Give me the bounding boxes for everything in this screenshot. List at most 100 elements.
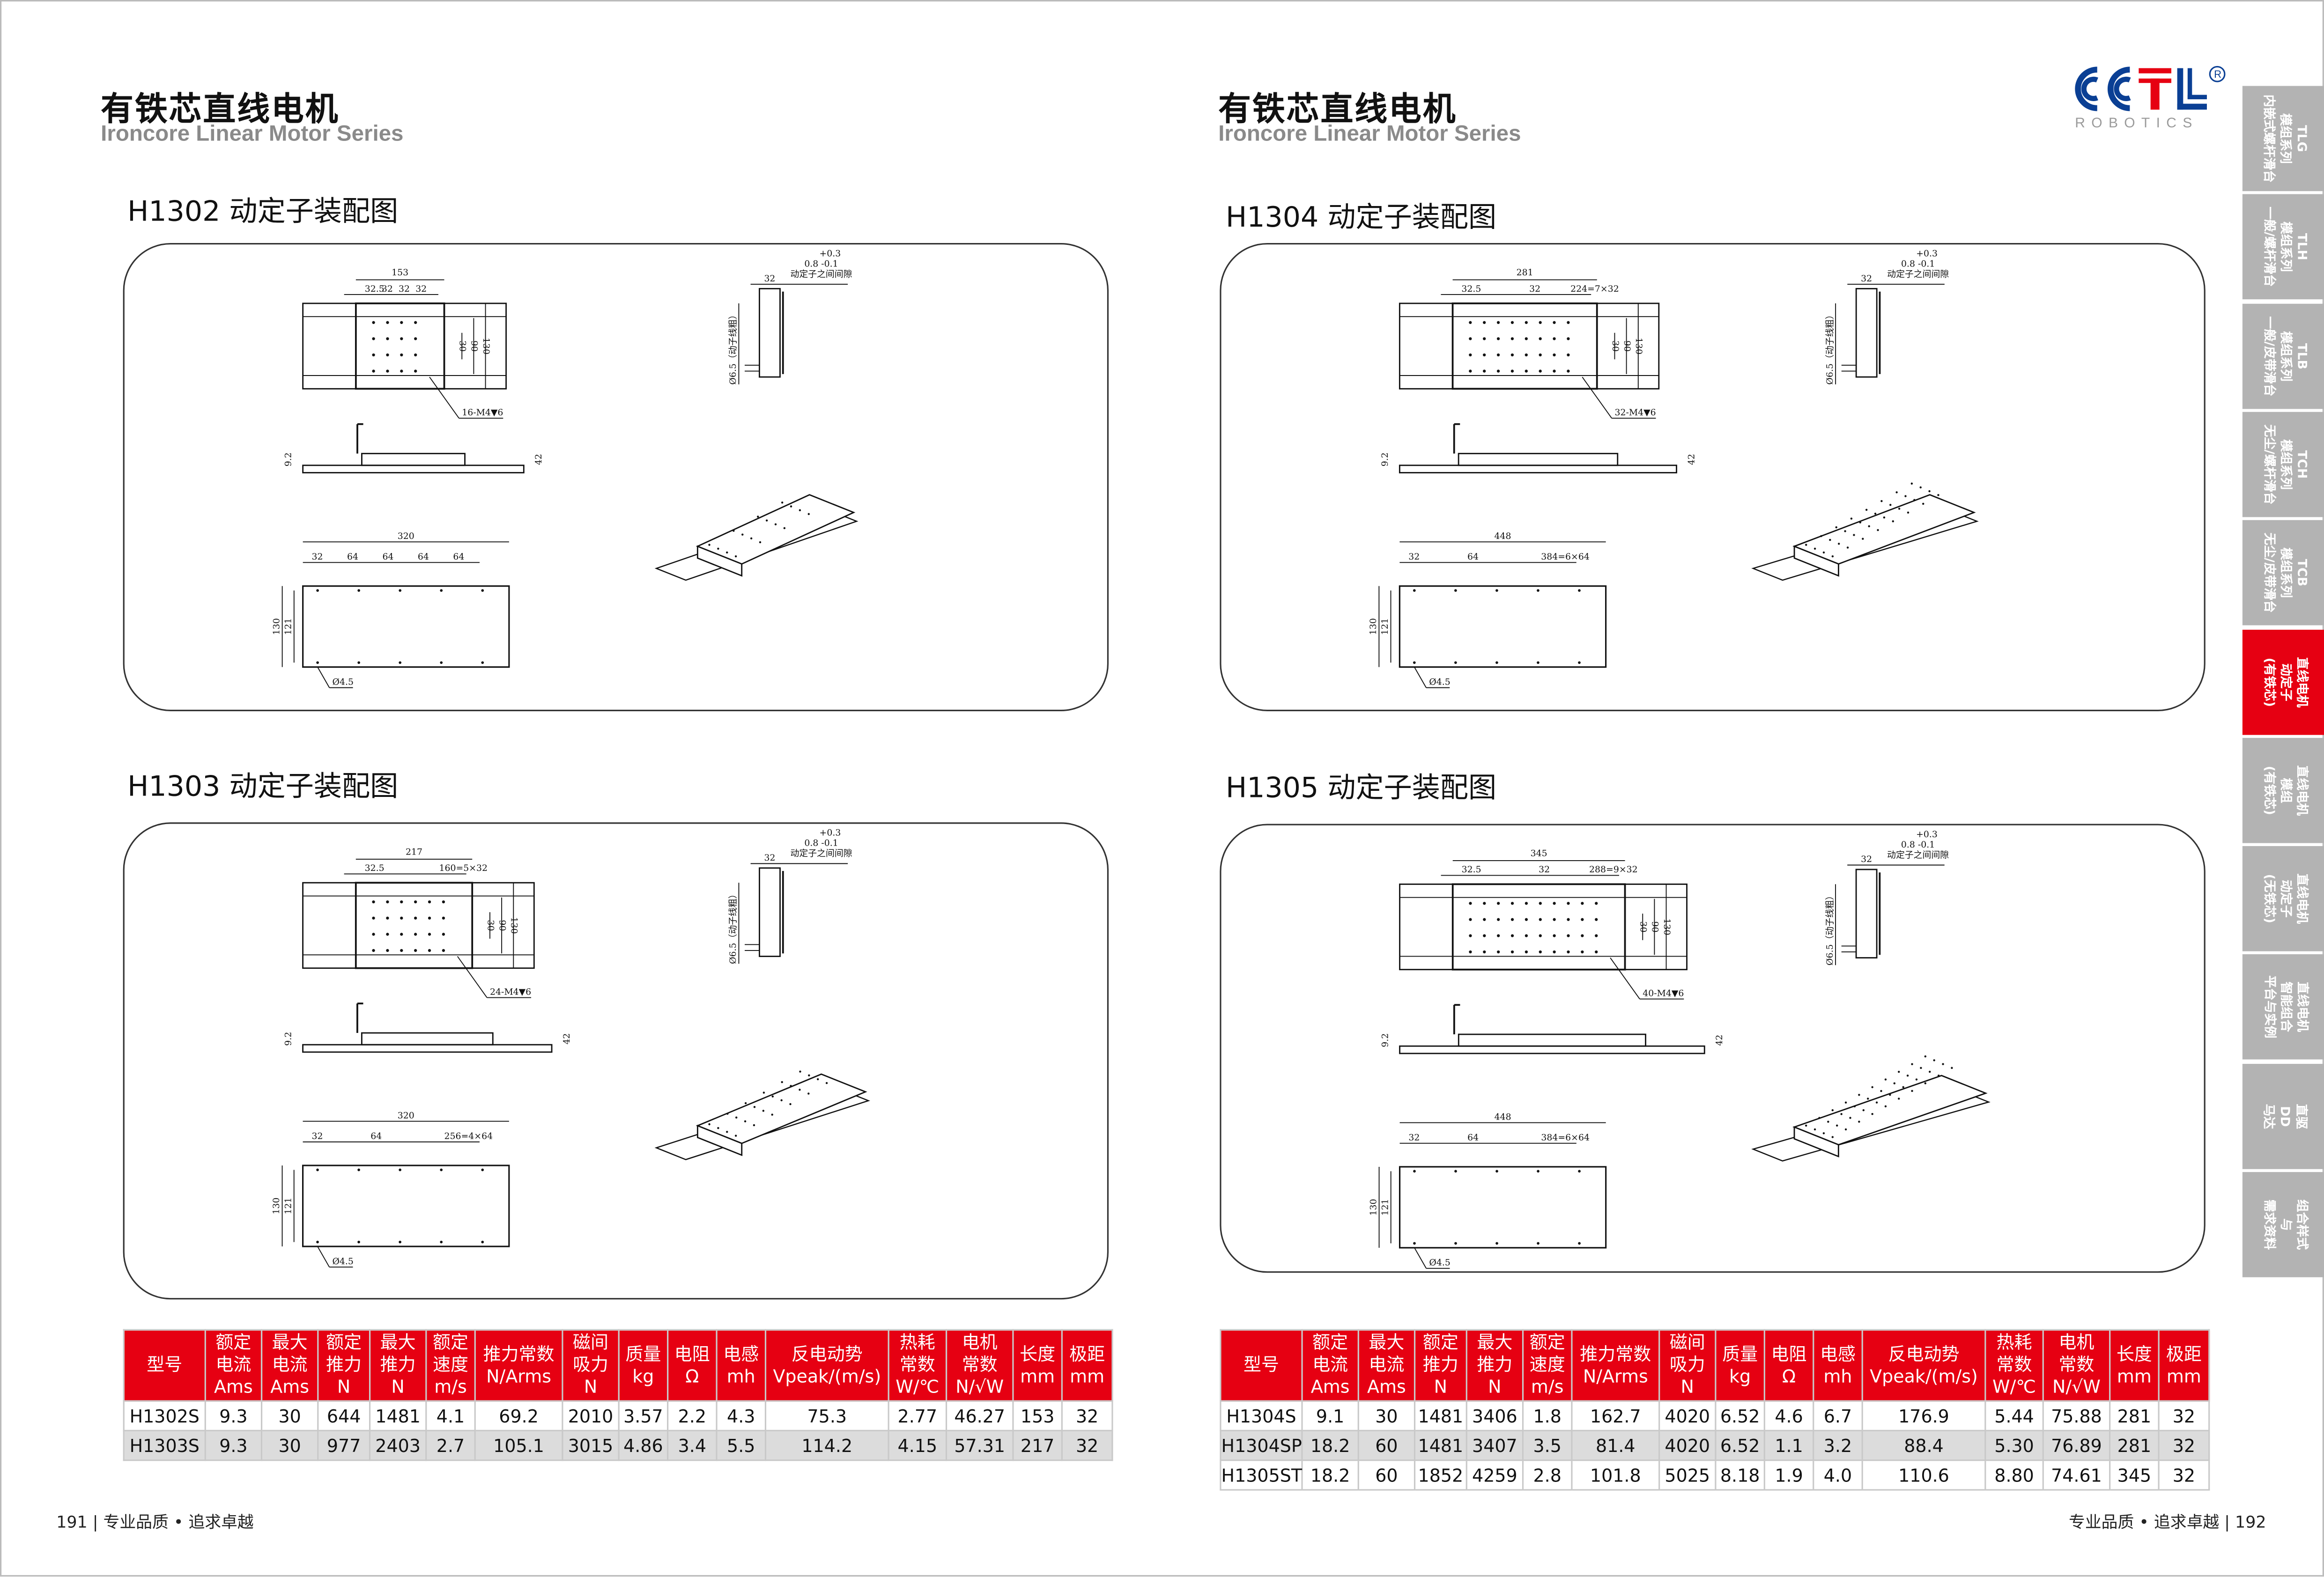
stator-hole	[481, 1240, 484, 1244]
mounting-hole	[1469, 902, 1472, 905]
header-line: N/√W	[955, 1376, 1004, 1398]
gap-nominal: 0.8 -0.1	[1901, 840, 1935, 850]
tab-line: TLG	[2294, 125, 2309, 152]
dim-pitch: 160=5×32	[439, 863, 488, 873]
iso-hole	[1874, 512, 1877, 515]
mounting-hole	[1539, 337, 1542, 340]
header-line: m/s	[434, 1376, 467, 1398]
stator-hole-label: Ø4.5	[1429, 1258, 1450, 1268]
table-cell: 4.86	[618, 1430, 669, 1461]
dim-stator-pitch: 32	[1408, 1132, 1420, 1142]
table-cell: 88.4	[1861, 1430, 1986, 1461]
iso-hole	[1846, 546, 1849, 549]
dim-side-height: 9.2	[283, 1032, 293, 1046]
stator-hole	[357, 1240, 360, 1244]
iso-hole	[1937, 1074, 1940, 1077]
stator-hole	[399, 1168, 401, 1172]
dim-side-total: 42	[1686, 454, 1696, 465]
tab-line: 模组系列	[2277, 222, 2292, 273]
table-cell: 9.3	[204, 1400, 263, 1431]
dim-vertical: 90	[1622, 340, 1632, 352]
table-cell: 4020	[1658, 1400, 1717, 1431]
sidebar-tab[interactable]: 直线电机智能组合平台与实例	[2242, 955, 2324, 1060]
table-cell: 4.6	[1763, 1400, 1814, 1431]
mounting-hole	[428, 916, 431, 920]
sidebar-tab[interactable]: 直线电机动定子(有铁芯)	[2242, 629, 2324, 735]
mounting-hole	[1567, 369, 1570, 373]
sidebar-tab[interactable]: 组合样式与需求资料	[2242, 1172, 2324, 1277]
iso-hole	[1907, 511, 1910, 514]
iso-hole	[807, 513, 810, 516]
sidebar-tab[interactable]: 直线电机动定子(无铁芯)	[2242, 846, 2324, 951]
iso-hole	[1898, 508, 1901, 510]
mounting-hole	[400, 949, 403, 952]
iso-mover-top	[1792, 494, 1976, 565]
tab-line: 模组系列	[2277, 113, 2292, 164]
dim-stator-length: 320	[398, 1110, 414, 1120]
tab-line: 模组	[2277, 777, 2292, 803]
sidebar-tab[interactable]: 直线电机模组(有铁芯)	[2242, 737, 2324, 843]
header-line: 常数	[1996, 1354, 2032, 1375]
stator-hole	[316, 1240, 319, 1244]
mounting-hole	[1525, 337, 1528, 340]
stator-hole	[1454, 1170, 1457, 1173]
mounting-hole	[428, 900, 431, 904]
mounting-hole	[400, 337, 403, 340]
table-cell: 3406	[1465, 1400, 1524, 1431]
dim-stator-pitch: 64	[382, 552, 393, 562]
mounting-hole	[1525, 321, 1528, 324]
mounting-hole	[372, 933, 375, 936]
mounting-hole	[1525, 950, 1528, 954]
header-line: 电感	[723, 1343, 759, 1364]
dim-vertical: 30	[1638, 921, 1649, 933]
stator-hole	[1495, 589, 1498, 592]
dim-pitch: 32.5	[1462, 864, 1481, 875]
iso-hole	[799, 509, 801, 511]
mounting-hole	[1595, 950, 1598, 954]
dim-stator-pitch: 64	[1467, 552, 1479, 562]
iso-hole	[1924, 1082, 1927, 1084]
table-cell: 114.2	[764, 1430, 889, 1461]
header-line: 吸力	[1669, 1354, 1705, 1375]
iso-hole	[1827, 1120, 1829, 1123]
tab-line: 模组系列	[2277, 330, 2292, 381]
mounting-hole	[1539, 950, 1542, 954]
table-cell: 217	[1012, 1430, 1063, 1461]
mounting-hole	[1539, 918, 1542, 921]
iso-hole	[781, 501, 784, 504]
mounting-hole	[1469, 337, 1472, 340]
table-cell: 281	[2109, 1400, 2160, 1431]
iso-hole	[1831, 555, 1834, 558]
cable-diameter-label: Ø6.5（动子线粗）	[1825, 891, 1835, 965]
gap-tolerance-plus: +0.3	[820, 828, 841, 838]
table-cell: 69.2	[474, 1400, 563, 1431]
mounting-hole	[400, 916, 403, 920]
dim-stator-pitch: 32	[312, 552, 323, 562]
header-line: 热耗	[1996, 1332, 2032, 1353]
sidebar-tab-label: 直线电机模组(有铁芯)	[2259, 765, 2308, 816]
header-line: 速度	[432, 1354, 468, 1375]
dim-vertical: 30	[458, 340, 468, 352]
mounting-hole	[1567, 950, 1570, 954]
table-cell: 3.57	[618, 1400, 669, 1431]
drawing-outline	[302, 1044, 553, 1053]
iso-hole	[1838, 543, 1840, 545]
table-cell: 32	[2158, 1400, 2210, 1431]
table-cell: 4.15	[888, 1430, 947, 1461]
header-line: 电阻	[674, 1343, 710, 1364]
